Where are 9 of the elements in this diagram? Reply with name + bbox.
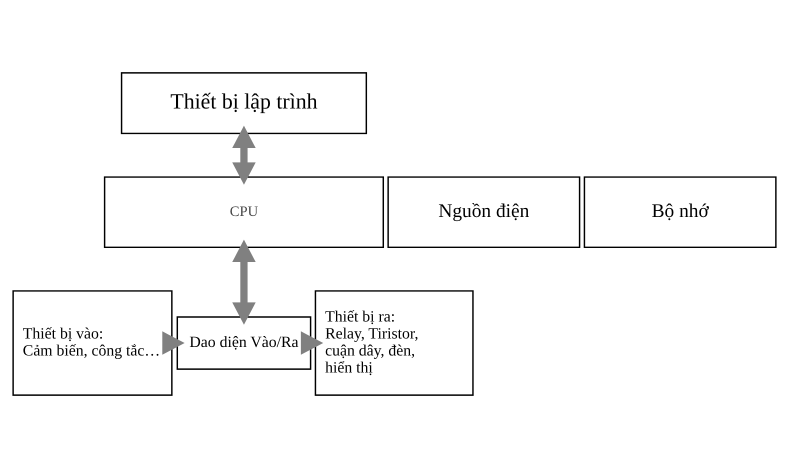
arrow [232,125,256,184]
node-box: Thiết bị ra: Relay, Tiristor, cuận dây, đèn, hiển thị [314,290,474,396]
node-box: Bộ nhớ [584,176,777,248]
node-box: Thiết bị lập trình [120,72,368,134]
arrow [232,239,256,324]
arrow [300,330,324,354]
node-box: CPU [104,176,384,248]
node-box: Nguồn điện [387,176,580,248]
arrow [162,330,185,354]
